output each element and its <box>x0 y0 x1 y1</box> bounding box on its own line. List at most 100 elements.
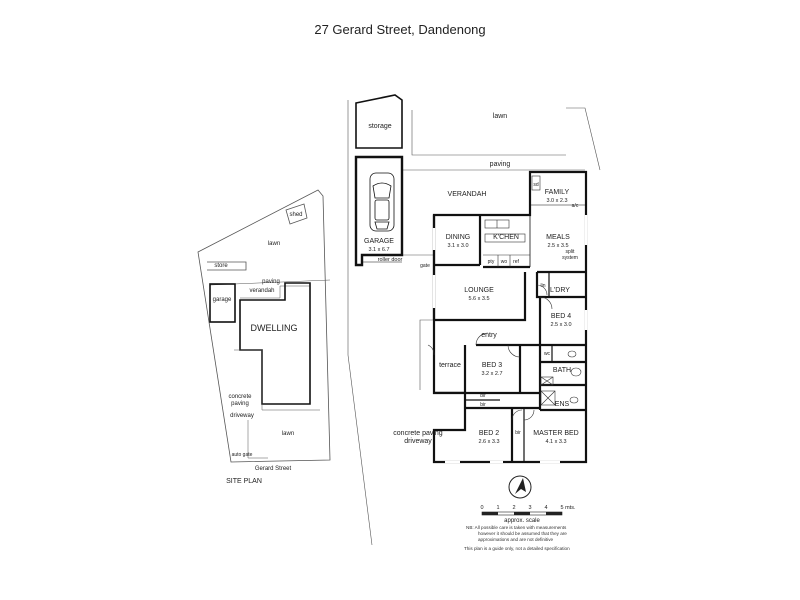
lawn-boundary <box>411 110 566 156</box>
bed3-name: BED 3 <box>482 362 502 369</box>
paving-label: paving <box>490 161 511 168</box>
bir-label-2: bir <box>480 402 486 408</box>
site-concrete-label: concrete <box>228 394 252 400</box>
family-size: 3.0 x 2.3 <box>546 198 567 204</box>
site-driveway-label: driveway <box>230 413 254 419</box>
gate-label: gate <box>420 263 430 269</box>
site-plan-heading: SITE PLAN <box>226 478 262 485</box>
site-plan-labels: shed lawn store paving garage verandah D… <box>213 212 303 485</box>
garage-building <box>354 155 404 267</box>
lounge-wall <box>434 272 527 322</box>
ldry-label: L'DRY <box>550 287 570 294</box>
wc-toilet <box>567 350 577 358</box>
family-name: FAMILY <box>545 189 570 196</box>
car-roof <box>374 199 390 221</box>
scale-tick-4: 4 <box>544 505 547 511</box>
dining-name: DINING <box>446 234 471 241</box>
fixtures <box>427 175 588 464</box>
lin-label: lin <box>540 283 545 289</box>
site-paving-label: paving <box>262 279 280 285</box>
bed2-name: BED 2 <box>479 430 499 437</box>
lawn-label: lawn <box>493 113 508 120</box>
garage-outline <box>354 155 404 267</box>
scale-tick-1: 1 <box>496 505 499 511</box>
storage-building <box>355 94 403 149</box>
scale-tick-5: 5 mts. <box>561 505 576 511</box>
ref-label: ref <box>513 259 519 265</box>
scale-tick-0: 0 <box>480 505 483 511</box>
ac-label: a/c <box>572 203 579 209</box>
site-store-label: store <box>214 263 228 269</box>
site-paving-outline <box>234 349 320 411</box>
laundry-door-swing <box>536 284 548 296</box>
bed4-size: 2.5 x 3.0 <box>550 322 571 328</box>
lawn-boundary-right <box>566 107 601 171</box>
bed4-door-swing <box>539 296 553 310</box>
scale-label: approx. scale <box>504 518 540 524</box>
shed-outline <box>285 203 308 225</box>
roller-door-label: roller door <box>378 257 403 263</box>
terrace-label: terrace <box>439 362 461 369</box>
site-verandah-label: verandah <box>249 288 274 294</box>
lounge-name: LOUNGE <box>464 287 494 294</box>
laundry-walls <box>535 272 586 299</box>
terrace-door-swing <box>427 344 435 356</box>
terrace-edge <box>419 319 434 390</box>
bir-label-3: bir <box>515 430 521 436</box>
scale-tick-3: 3 <box>528 505 531 511</box>
split-label-1: split <box>566 249 576 255</box>
bath-cross <box>540 376 554 386</box>
lounge-size: 5.6 x 3.5 <box>468 296 489 302</box>
north-arrow-icon <box>508 475 532 499</box>
site-verandah-outline <box>240 285 310 299</box>
bath-basin <box>570 367 582 377</box>
scale-seg-1 <box>482 512 498 515</box>
scale-bar <box>481 511 563 516</box>
dwelling-label: DWELLING <box>250 323 297 333</box>
room-labels: storage lawn paving VERANDAH FAMILY 3.0 … <box>364 113 579 445</box>
bath-label: BATH <box>553 367 571 374</box>
bath-tub <box>540 376 554 386</box>
meals-size: 2.5 x 3.5 <box>547 243 568 249</box>
master-door-swing <box>523 409 535 421</box>
bed3-size: 3.2 x 2.7 <box>481 371 502 377</box>
site-garage-label: garage <box>213 297 232 303</box>
wo-label: wo <box>501 259 508 265</box>
driveway-label: driveway <box>404 438 432 445</box>
ens-toilet <box>569 396 579 404</box>
note-line-2: however it should be assumed that they a… <box>478 531 567 536</box>
car-rear-window <box>374 221 390 230</box>
scale-seg-3 <box>514 512 530 515</box>
garage-size: 3.1 x 6.7 <box>368 247 389 253</box>
ens-shower-cross <box>540 390 556 406</box>
ens-label: ENS <box>555 401 570 408</box>
scale-tick-2: 2 <box>512 505 515 511</box>
store-outline <box>207 261 247 271</box>
dining-size: 3.1 x 3.0 <box>447 243 468 249</box>
garage-name: GARAGE <box>364 238 394 245</box>
bed2-size: 2.6 x 3.3 <box>478 439 499 445</box>
storage-label: storage <box>368 123 391 130</box>
dwelling-outline <box>239 282 311 405</box>
meals-name: MEALS <box>546 234 570 241</box>
master-size: 4.1 x 3.3 <box>545 439 566 445</box>
bed3-door-swing <box>507 344 521 358</box>
car-windscreen <box>372 182 392 199</box>
kitchen-bench <box>484 233 526 243</box>
ens-shower <box>540 390 556 406</box>
note-line-1: NB: All possible care is taken with meas… <box>466 525 567 530</box>
site-driveway-outline <box>247 420 268 459</box>
sliding-door-box <box>531 175 541 191</box>
verandah-label: VERANDAH <box>448 191 487 198</box>
car-icon <box>369 172 395 232</box>
bir-label-1: bir <box>480 393 486 399</box>
disclaimer: This plan is a guide only, not a detaile… <box>464 546 570 551</box>
site-street-label: Gerard Street <box>255 466 292 472</box>
car-body <box>369 172 395 232</box>
master-name: MASTER BED <box>533 430 579 437</box>
verandah-outline <box>401 170 434 256</box>
scale-ticks: 0 1 2 3 4 5 mts. approx. scale <box>480 505 575 524</box>
side-boundary <box>347 100 373 546</box>
entry-label: entry <box>481 332 497 339</box>
site-auto-gate-label: auto gate <box>232 452 253 458</box>
